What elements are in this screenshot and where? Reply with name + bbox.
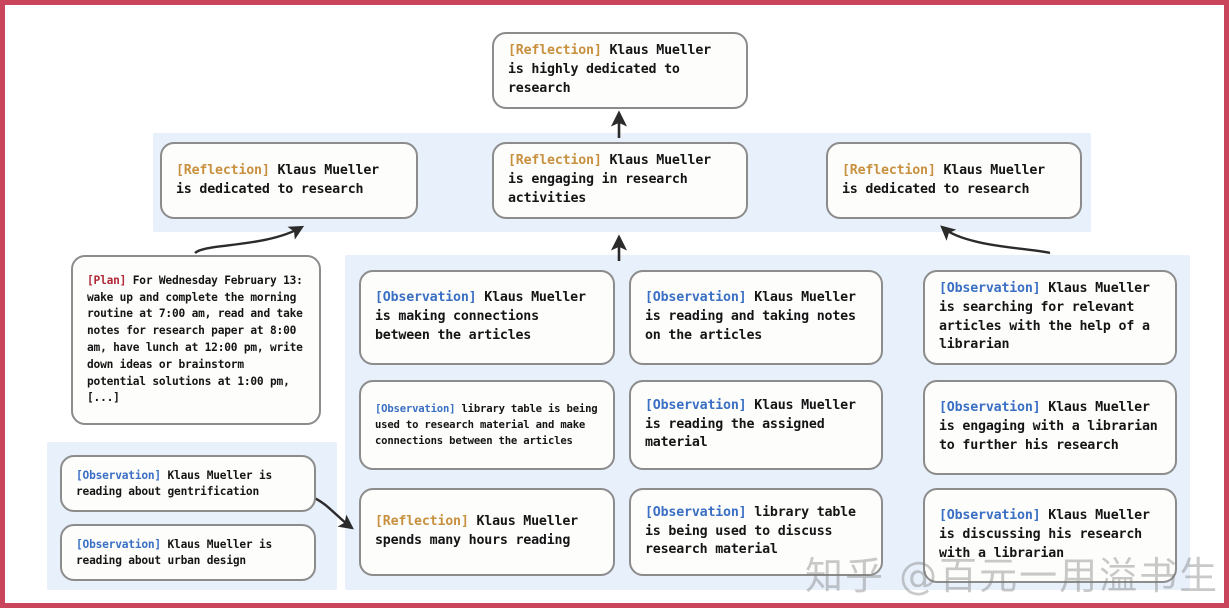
node-obs-a-1[interactable]: [Observation] Klaus Mueller is making co…	[359, 270, 615, 365]
tag-observation: [Observation]	[939, 280, 1041, 296]
tag-observation: [Observation]	[76, 537, 161, 551]
tag-observation: [Observation]	[939, 400, 1041, 416]
node-text: Klaus Mueller is reading and taking note…	[645, 290, 856, 343]
node-obs-b-1-text: [Observation] Klaus Mueller is reading a…	[631, 289, 881, 346]
node-obs-a-1-text: [Observation] Klaus Mueller is making co…	[361, 289, 613, 346]
node-text: Klaus Mueller is dedicated to research	[176, 162, 379, 197]
tag-observation: [Observation]	[645, 397, 747, 413]
node-text: Klaus Mueller spends many hours reading	[375, 514, 578, 548]
node-text: Klaus Mueller is engaging with a librari…	[939, 400, 1158, 453]
tag-reflection: [Reflection]	[508, 43, 602, 59]
tag-plan: [Plan]	[87, 273, 127, 287]
node-reflection-left-text: [Reflection] Klaus Mueller is dedicated …	[162, 162, 416, 200]
node-reflection-a-3[interactable]: [Reflection] Klaus Mueller spends many h…	[359, 488, 615, 576]
node-top-reflection-text: [Reflection] Klaus Mueller is highly ded…	[494, 42, 746, 99]
node-obs-c-3[interactable]: [Observation] Klaus Mueller is discussin…	[923, 488, 1177, 583]
node-reflection-center[interactable]: [Reflection] Klaus Mueller is engaging i…	[492, 142, 748, 219]
tag-observation: [Observation]	[645, 504, 747, 520]
node-reflection-left[interactable]: [Reflection] Klaus Mueller is dedicated …	[160, 142, 418, 219]
node-observation-gentrification[interactable]: [Observation] Klaus Mueller is reading a…	[60, 455, 316, 512]
node-plan-text: [Plan] For Wednesday February 13: wake u…	[73, 273, 319, 407]
tag-observation: [Observation]	[76, 468, 161, 482]
tag-observation: [Observation]	[375, 402, 456, 415]
node-text: library table is being used to research …	[375, 402, 598, 448]
node-obs-b-2[interactable]: [Observation] Klaus Mueller is reading t…	[629, 380, 883, 470]
tag-observation: [Observation]	[375, 290, 477, 306]
node-observation-urban-design[interactable]: [Observation] Klaus Mueller is reading a…	[60, 524, 316, 581]
node-reflection-right-text: [Reflection] Klaus Mueller is dedicated …	[828, 162, 1080, 200]
node-text: For Wednesday February 13: wake up and c…	[87, 273, 303, 405]
node-reflection-a-3-text: [Reflection] Klaus Mueller spends many h…	[361, 513, 613, 551]
watermark: 知乎 @百元一用溢书生	[805, 554, 1220, 598]
node-text: Klaus Mueller is searching for relevant …	[939, 280, 1150, 353]
node-obs-c-3-text: [Observation] Klaus Mueller is discussin…	[925, 507, 1175, 564]
node-top-reflection[interactable]: [Reflection] Klaus Mueller is highly ded…	[492, 32, 748, 109]
node-obs-c-2[interactable]: [Observation] Klaus Mueller is engaging …	[923, 380, 1177, 475]
node-obs-b-3[interactable]: [Observation] library table is being use…	[629, 488, 883, 576]
node-text: Klaus Mueller is reading about gentrific…	[76, 468, 273, 498]
node-text: Klaus Mueller is reading about urban des…	[76, 537, 273, 567]
node-obs-b-2-text: [Observation] Klaus Mueller is reading t…	[631, 397, 881, 454]
tag-reflection: [Reflection]	[176, 162, 270, 178]
node-obs-a-2-text: [Observation] library table is being use…	[361, 401, 613, 449]
node-plan[interactable]: [Plan] For Wednesday February 13: wake u…	[71, 255, 321, 425]
node-reflection-right[interactable]: [Reflection] Klaus Mueller is dedicated …	[826, 142, 1082, 219]
node-text: Klaus Mueller is highly dedicated to res…	[508, 43, 711, 96]
tag-observation: [Observation]	[645, 290, 747, 306]
tag-observation: [Observation]	[939, 508, 1041, 524]
node-text: Klaus Mueller is dedicated to research	[842, 162, 1045, 197]
node-observation-gentrification-text: [Observation] Klaus Mueller is reading a…	[62, 468, 314, 500]
node-text: Klaus Mueller is discussing his research…	[939, 508, 1150, 561]
node-obs-b-3-text: [Observation] library table is being use…	[631, 504, 881, 561]
node-text: Klaus Mueller is making connections betw…	[375, 290, 586, 343]
tag-reflection: [Reflection]	[375, 514, 469, 530]
node-reflection-center-text: [Reflection] Klaus Mueller is engaging i…	[494, 152, 746, 209]
tag-reflection: [Reflection]	[842, 162, 936, 178]
node-text: library table is being used to discuss r…	[645, 504, 856, 558]
node-observation-urban-design-text: [Observation] Klaus Mueller is reading a…	[62, 537, 314, 569]
node-obs-c-1-text: [Observation] Klaus Mueller is searching…	[925, 280, 1175, 356]
tag-reflection: [Reflection]	[508, 153, 602, 169]
node-obs-a-2[interactable]: [Observation] library table is being use…	[359, 380, 615, 470]
node-obs-c-1[interactable]: [Observation] Klaus Mueller is searching…	[923, 270, 1177, 365]
node-text: Klaus Mueller is reading the assigned ma…	[645, 397, 856, 451]
node-obs-b-1[interactable]: [Observation] Klaus Mueller is reading a…	[629, 270, 883, 365]
node-text: Klaus Mueller is engaging in research ac…	[508, 153, 711, 206]
node-obs-c-2-text: [Observation] Klaus Mueller is engaging …	[925, 399, 1175, 456]
